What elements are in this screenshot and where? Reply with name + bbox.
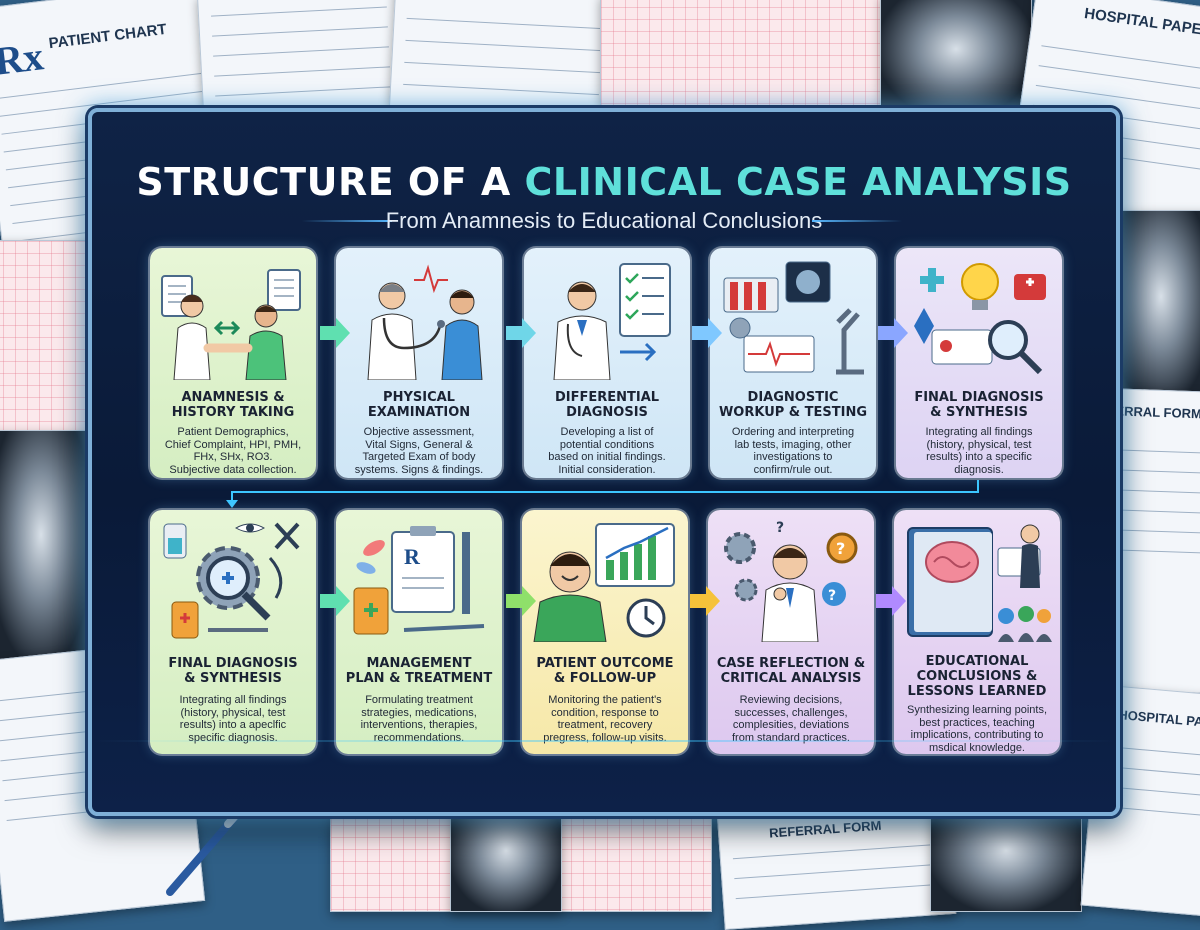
- flow-arrow-icon: [320, 318, 350, 348]
- step-title: CASE REFLECTION &CRITICAL ANALYSIS: [716, 656, 866, 686]
- step-description: Reviewing decisions,successes, challenge…: [732, 694, 850, 744]
- flow-arrow-icon: [506, 318, 536, 348]
- xray-left: [0, 430, 92, 662]
- referral-form-right-title: FERRAL FORM: [1107, 403, 1200, 422]
- lab-tests-icon: [723, 261, 864, 375]
- step-title: PATIENT OUTCOME& FOLLOW-UP: [536, 656, 674, 686]
- step-description: Objective assessment,Vital Signs, Genera…: [354, 426, 484, 476]
- infographic-board: STRUCTURE OF A CLINICAL CASE ANALYSIS Fr…: [88, 108, 1120, 816]
- doctor-patient-handshake-icon: [161, 269, 301, 380]
- patient-chart-title: PATIENT CHART: [47, 20, 168, 53]
- xray-bottom: [450, 800, 562, 912]
- svg-text:R: R: [404, 544, 421, 569]
- brain-book-lecture-icon: [907, 524, 1052, 642]
- flow-arrow-icon: [320, 586, 350, 616]
- flow-arrow-icon: [690, 586, 720, 616]
- form-paper: [196, 0, 406, 118]
- step-description: Integrating all findings(history, physic…: [925, 426, 1033, 476]
- step-title: FINAL DIAGNOSIS& SYNTHESIS: [914, 390, 1044, 420]
- title-part-2: CLINICAL CASE ANALYSIS: [524, 160, 1072, 204]
- step-card-patient-outcome: PATIENT OUTCOME& FOLLOW-UP Monitoring th…: [522, 510, 688, 754]
- step-title: FINAL DIAGNOSIS& SYNTHESIS: [168, 656, 298, 686]
- ecg-left: [0, 240, 92, 442]
- step-card-final-diagnosis: FINAL DIAGNOSIS& SYNTHESIS Integrating a…: [896, 248, 1062, 478]
- step-card-anamnesis: ANAMNESIS &HISTORY TAKING Patient Demogr…: [150, 248, 316, 478]
- svg-text:?: ?: [776, 520, 784, 536]
- flow-arrow-icon: [876, 586, 906, 616]
- xray-top: [880, 0, 1032, 116]
- svg-text:?: ?: [828, 588, 836, 604]
- svg-text:?: ?: [836, 539, 845, 558]
- recovery-chart-icon: [533, 523, 675, 642]
- gear-magnifier-icon: [163, 522, 300, 639]
- step-title: ANAMNESIS &HISTORY TAKING: [171, 390, 295, 420]
- row-connector: [226, 480, 979, 508]
- thinking-doctor-icon: ? ? ?: [724, 520, 858, 642]
- checklist-doctor-icon: [553, 263, 671, 380]
- xray-right: [1110, 210, 1200, 402]
- handwritten-note-paper: [389, 0, 617, 118]
- title-part-1: STRUCTURE OF A: [136, 160, 525, 204]
- step-description: Integrating all findings(history, physic…: [179, 694, 287, 744]
- hospital-paper-title: HOSPITAL PAPER: [1083, 5, 1200, 40]
- subtitle: From Anamnesis to Educational Conclusion…: [385, 208, 823, 233]
- flow-arrow-icon: [692, 318, 722, 348]
- lightbulb-magnifier-icon: [914, 263, 1046, 375]
- flow-arrow-icon: [506, 586, 536, 616]
- flow-arrow-icon: [878, 318, 908, 348]
- xray-bottom-right: [930, 800, 1082, 912]
- hospital-paper-bottom-title: HOSPITAL PA: [1117, 706, 1200, 730]
- stethoscope-exam-icon: [367, 264, 483, 380]
- step-card-final-diagnosis-2: FINAL DIAGNOSIS& SYNTHESIS Integrating a…: [150, 510, 316, 754]
- step-description: Patient Demographics,Chief Complaint, HP…: [164, 426, 302, 476]
- prescription-pills-icon: R: [353, 526, 485, 635]
- referral-form-bottom-title: REFERRAL FORM: [768, 817, 882, 841]
- ecg-strip: [600, 0, 902, 106]
- step-card-case-reflection: ? ? ? CASE REFLECTION &CRITICAL ANALYSIS…: [708, 510, 874, 754]
- step-description: Synthesizing learning points,best practi…: [906, 704, 1048, 754]
- rx-symbol: Rx: [0, 33, 46, 84]
- page-title: STRUCTURE OF A CLINICAL CASE ANALYSIS: [92, 160, 1116, 204]
